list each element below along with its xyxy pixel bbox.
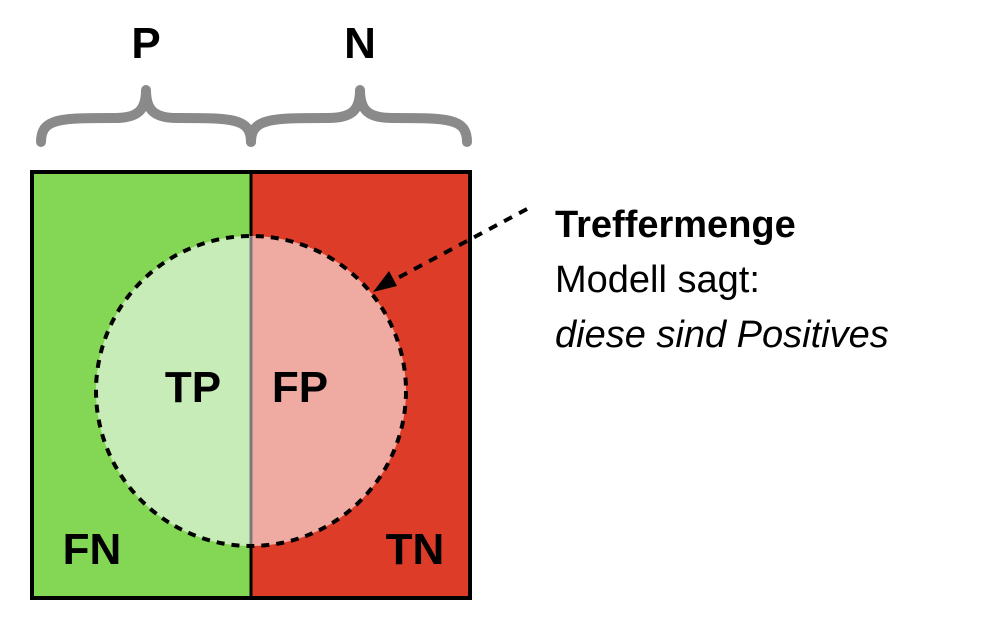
annotation-arrow-line xyxy=(393,207,528,282)
annotation-line-1: Modell sagt: xyxy=(555,259,760,301)
p-brace xyxy=(36,85,256,147)
fn-label: FN xyxy=(63,525,122,574)
annotation-arrowhead xyxy=(373,271,397,292)
fp-label: FP xyxy=(272,363,328,412)
annotation-title: Treffermenge xyxy=(555,204,796,246)
annotation-line-2: diese sind Positives xyxy=(555,314,889,356)
diagram-border xyxy=(30,170,472,600)
negative-label: N xyxy=(344,19,376,68)
n-brace xyxy=(246,85,472,147)
prediction-set-circle xyxy=(94,234,408,548)
tn-label: TN xyxy=(386,525,445,574)
hit-set-annotation: Treffermenge Modell sagt: diese sind Pos… xyxy=(555,198,975,363)
positive-label: P xyxy=(131,19,160,68)
tp-label: TP xyxy=(165,363,221,412)
